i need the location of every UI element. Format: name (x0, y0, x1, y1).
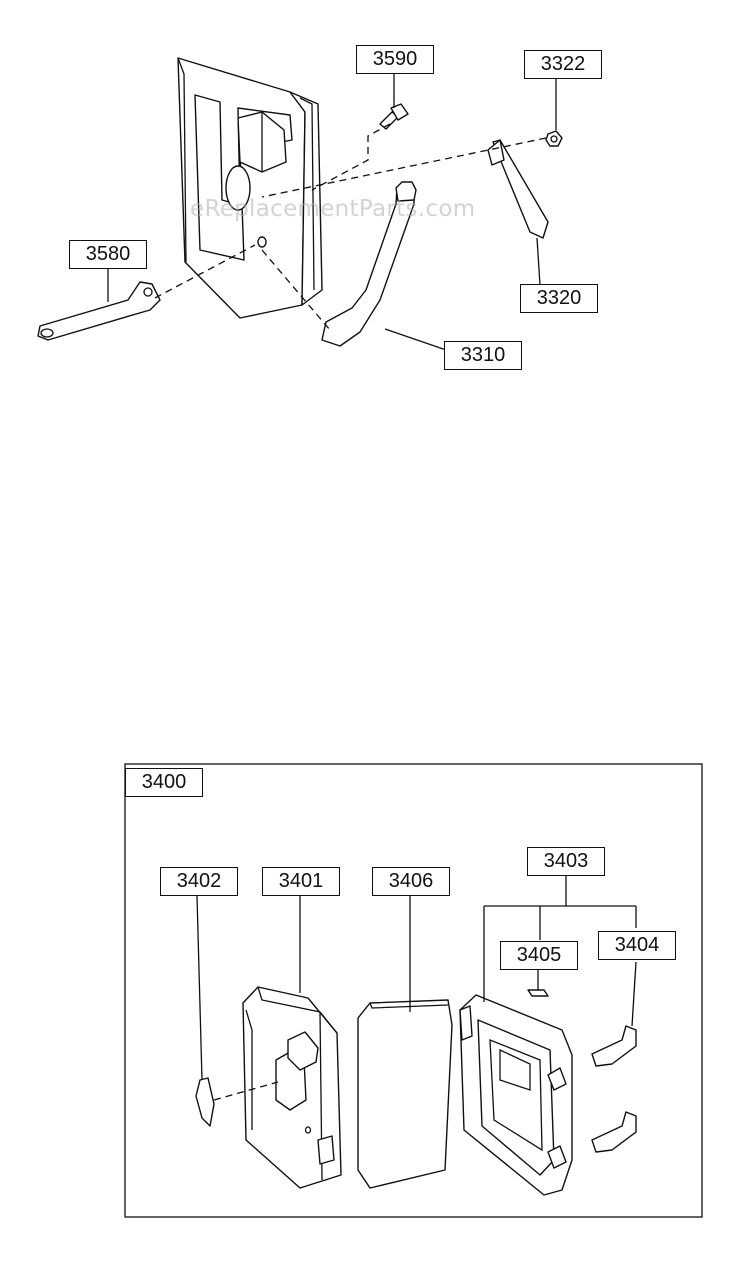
nut-3322-drawing (545, 130, 563, 147)
callout-3400: 3400 (125, 768, 203, 797)
clips-3404-drawing (591, 1025, 637, 1153)
callout-3406: 3406 (372, 867, 450, 896)
watermark: eReplacementParts.com (190, 196, 476, 222)
filter-3406-drawing (357, 999, 453, 1189)
ring-3402-drawing (195, 1077, 215, 1127)
bolt-3590-drawing (379, 103, 409, 130)
tube-3310-drawing (321, 181, 417, 347)
callout-3403: 3403 (527, 847, 605, 876)
callout-3590: 3590 (356, 45, 434, 74)
callout-3405: 3405 (500, 941, 578, 970)
cover-3403-drawing (459, 994, 573, 1196)
kit-frame (124, 763, 703, 1218)
top-leader-lines (107, 73, 557, 353)
callout-3320: 3320 (520, 284, 598, 313)
callout-3404: 3404 (598, 931, 676, 960)
callout-3580: 3580 (69, 240, 147, 269)
callout-3322: 3322 (524, 50, 602, 79)
air-cleaner-housing-drawing (177, 57, 323, 319)
callout-3401: 3401 (262, 867, 340, 896)
callout-3310: 3310 (444, 341, 522, 370)
seal-3405-drawing (527, 989, 549, 997)
housing-3401-drawing (242, 986, 342, 1189)
bracket-3320-drawing (487, 139, 549, 239)
bracket-3580-drawing (37, 281, 161, 341)
callout-3402: 3402 (160, 867, 238, 896)
kit-leader-lines (196, 876, 637, 1101)
